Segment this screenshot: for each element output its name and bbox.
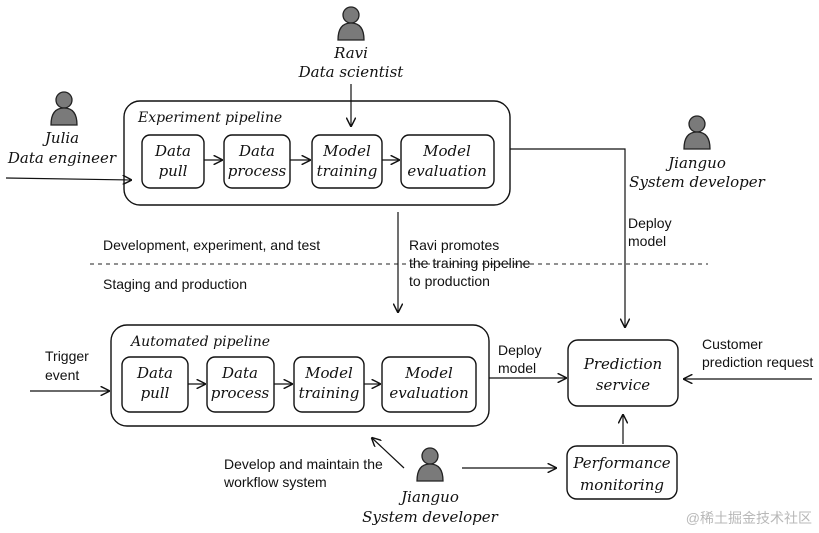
deploy-top-arrow xyxy=(510,148,625,327)
deploy-bottom-line2: model xyxy=(498,360,536,376)
svg-text:process: process xyxy=(228,162,287,180)
svg-text:Data: Data xyxy=(238,142,275,160)
jianguo-bottom-name: Jianguo xyxy=(398,488,459,506)
ravi-role: Data scientist xyxy=(298,63,405,81)
ravi-name: Ravi xyxy=(333,44,368,62)
svg-text:Data: Data xyxy=(136,364,173,382)
jianguo-bottom-role: System developer xyxy=(362,508,498,526)
svg-text:service: service xyxy=(596,376,650,394)
svg-text:process: process xyxy=(211,384,270,402)
prediction-service-box: Prediction service xyxy=(567,339,679,407)
svg-text:pull: pull xyxy=(159,162,188,180)
trigger-line1: Trigger xyxy=(45,348,89,364)
svg-text:training: training xyxy=(317,162,378,180)
svg-text:evaluation: evaluation xyxy=(389,384,468,402)
experiment-pipeline-title: Experiment pipeline xyxy=(137,110,282,126)
julia-role: Data engineer xyxy=(7,149,117,167)
jianguo-top-person-icon xyxy=(683,115,711,150)
svg-text:Data: Data xyxy=(154,142,191,160)
deploy-top-line1: Deploy xyxy=(628,215,672,231)
exp-step-data-pull: Data pull xyxy=(141,134,205,189)
julia-name: Julia xyxy=(42,129,79,147)
customer-line2: prediction request xyxy=(702,354,813,370)
trigger-line2: event xyxy=(45,367,79,383)
auto-step-data-pull: Data pull xyxy=(121,356,189,413)
svg-text:Model: Model xyxy=(404,364,453,382)
julia-person-icon xyxy=(50,91,78,126)
auto-step-model-training: Model training xyxy=(293,356,365,413)
svg-text:Performance: Performance xyxy=(572,454,670,472)
develop-line2: workflow system xyxy=(223,474,327,490)
jianguo-top-role: System developer xyxy=(629,173,765,191)
svg-text:monitoring: monitoring xyxy=(580,476,664,494)
customer-line1: Customer xyxy=(702,336,763,352)
develop-line1: Develop and maintain the xyxy=(224,456,383,472)
zone-upper-label: Development, experiment, and test xyxy=(103,237,320,253)
performance-monitoring-box: Performance monitoring xyxy=(566,445,678,500)
svg-text:Model: Model xyxy=(322,142,371,160)
svg-text:Model: Model xyxy=(304,364,353,382)
deploy-top-line2: model xyxy=(628,233,666,249)
promote-line3: to production xyxy=(409,273,490,289)
jianguo-to-pipeline-arrow xyxy=(372,438,405,469)
auto-step-data-process: Data process xyxy=(206,356,275,413)
svg-text:training: training xyxy=(299,384,360,402)
svg-text:Model: Model xyxy=(422,142,471,160)
svg-text:Data: Data xyxy=(221,364,258,382)
jianguo-bottom-person-icon xyxy=(416,447,444,482)
promote-line2: the training pipeline xyxy=(409,255,531,271)
automated-pipeline-title: Automated pipeline xyxy=(129,334,270,350)
jianguo-top-name: Jianguo xyxy=(665,154,726,172)
exp-step-model-training: Model training xyxy=(311,134,383,189)
zone-lower-label: Staging and production xyxy=(103,276,247,292)
ravi-person-icon xyxy=(337,6,365,41)
deploy-bottom-line1: Deploy xyxy=(498,342,542,358)
exp-step-model-evaluation: Model evaluation xyxy=(400,134,495,189)
svg-text:pull: pull xyxy=(141,384,170,402)
julia-arrow xyxy=(5,178,131,180)
svg-text:Prediction: Prediction xyxy=(583,355,662,373)
promote-line1: Ravi promotes xyxy=(409,237,499,253)
svg-text:evaluation: evaluation xyxy=(407,162,486,180)
auto-step-model-evaluation: Model evaluation xyxy=(381,356,477,413)
watermark: @稀土掘金技术社区 xyxy=(686,510,812,526)
exp-step-data-process: Data process xyxy=(223,134,291,189)
